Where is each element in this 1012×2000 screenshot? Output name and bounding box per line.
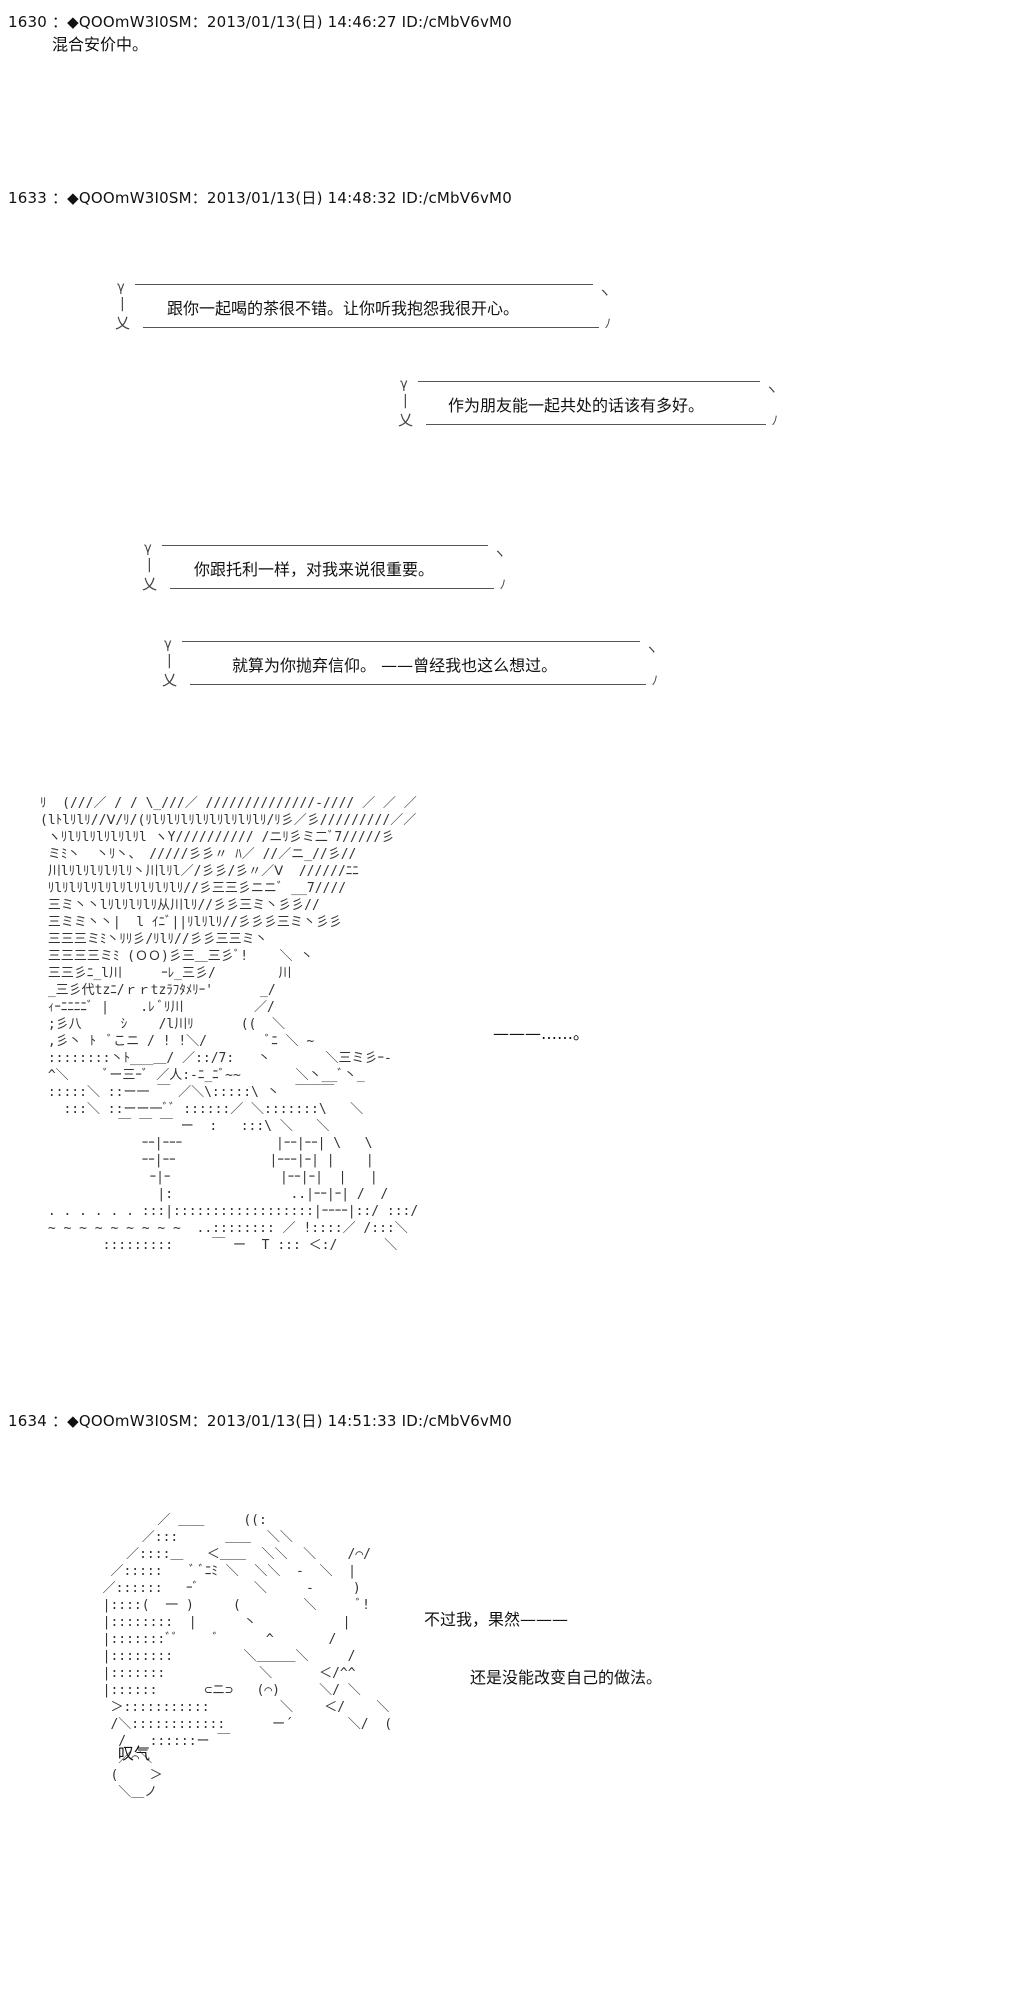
bubble-text: 你跟托利一样，对我来说很重要。 xyxy=(194,560,435,579)
ascii-art-character-1633: ﾘ (///／ / / \_///／ //////////////-//// ／… xyxy=(40,796,419,1253)
bubble-text: 跟你一起喝的茶很不错。让你听我抱怨我很开心。 xyxy=(167,299,520,318)
post-text-1630: 混合安价中。 xyxy=(52,35,149,54)
speech-bubble-2: γ | 乂 ヽ ﾉ 作为朋友能一起共处的话该有多好。 xyxy=(398,377,778,429)
speech-bubble-3: γ | 乂 ヽ ﾉ 你跟托利一样，对我来说很重要。 xyxy=(142,541,506,593)
post-header-1633: 1633 ：◆QOOmW3I0SM：2013/01/13(日) 14:48:32… xyxy=(8,189,512,207)
ascii-art-character-1634: ／ ＿＿ ((: ／::: ＿＿ ＼＼ ／::::＿ ＜＿＿ ＼＼ ＼ /⌒/ … xyxy=(102,1513,393,1800)
sigh-text: 叹气 xyxy=(118,1744,151,1763)
bubble-text: 作为朋友能一起共处的话该有多好。 xyxy=(448,396,705,415)
ellipsis-text: ———……。 xyxy=(493,1024,590,1043)
narration-line-2: 还是没能改变自己的做法。 xyxy=(470,1668,663,1687)
post-header-1634: 1634 ：◆QOOmW3I0SM：2013/01/13(日) 14:51:33… xyxy=(8,1412,512,1430)
narration-line-1: 不过我，果然——— xyxy=(424,1610,569,1629)
bubble-text: 就算为你抛弃信仰。 ——曾经我也这么想过。 xyxy=(232,656,558,675)
speech-bubble-4: γ | 乂 ヽ ﾉ 就算为你抛弃信仰。 ——曾经我也这么想过。 xyxy=(162,637,658,689)
post-header-1630: 1630 ：◆QOOmW3I0SM：2013/01/13(日) 14:46:27… xyxy=(8,13,512,31)
speech-bubble-1: γ | 乂 ヽ ﾉ 跟你一起喝的茶很不错。让你听我抱怨我很开心。 xyxy=(115,280,611,332)
